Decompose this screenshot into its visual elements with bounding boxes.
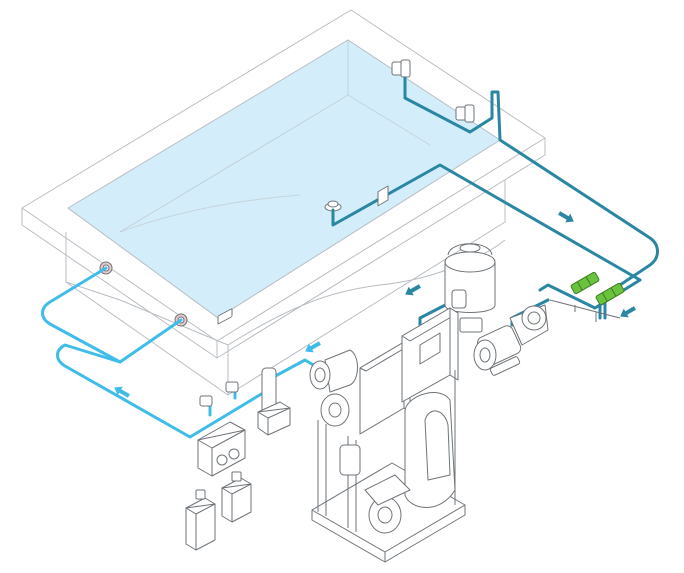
valve-green-1	[570, 272, 599, 295]
skimmer-2	[456, 105, 474, 122]
skimmer	[392, 60, 410, 77]
pump	[474, 305, 548, 376]
flow-arrow-suction-to-pump-2	[618, 304, 638, 321]
valve-green-2	[595, 283, 624, 306]
chemical-canister-2	[222, 472, 251, 522]
chemical-canister-1	[186, 490, 215, 550]
uv-lamp	[258, 368, 290, 435]
flow-arrow-filter-to-heater	[303, 339, 323, 356]
flow-arrow-suction-to-pump-1	[557, 209, 577, 226]
